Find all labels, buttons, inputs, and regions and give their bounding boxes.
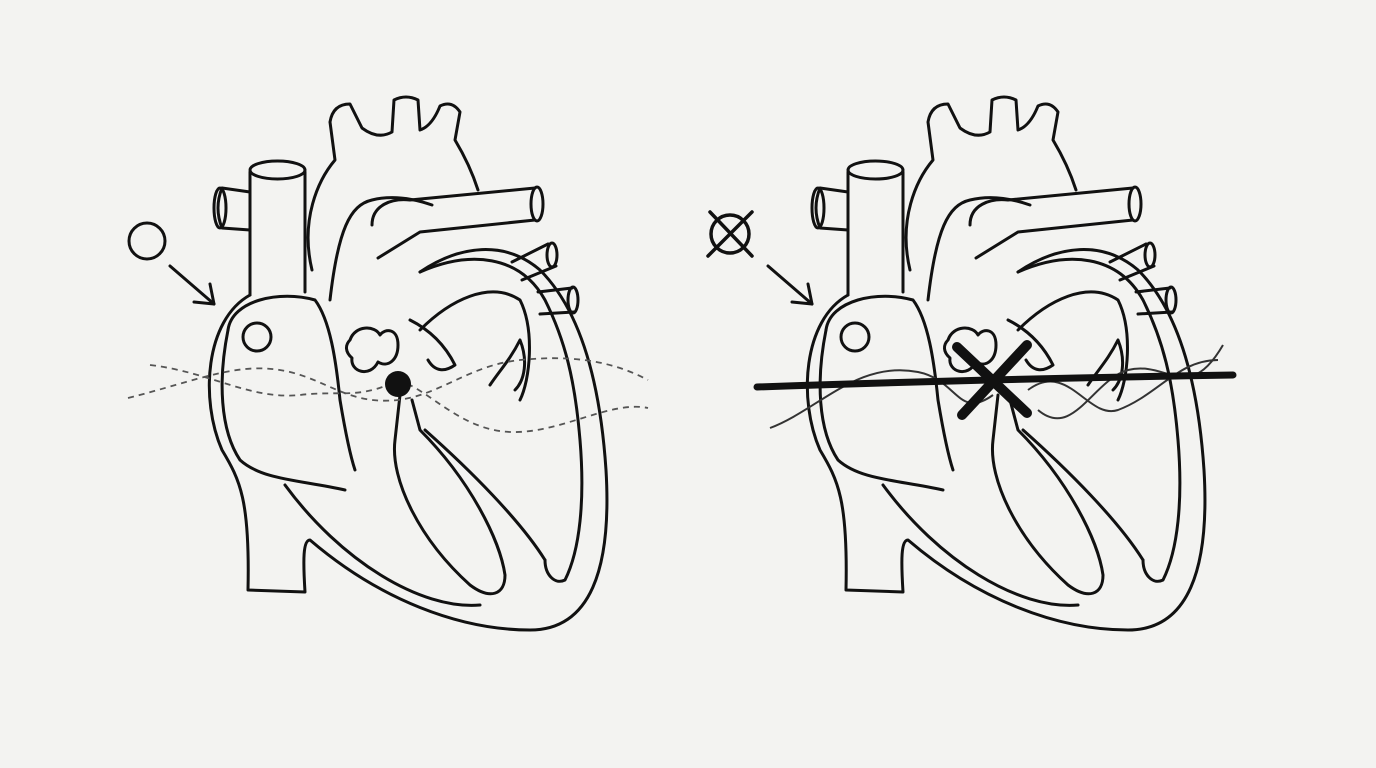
large-x-icon [952, 340, 1032, 420]
circle-with-x-icon [706, 210, 754, 258]
open-circle-icon [127, 221, 167, 261]
arrow-icon-blocked [766, 264, 814, 306]
heart-illustration-normal [207, 95, 609, 632]
arrow-icon [168, 264, 216, 306]
panel-normal-heart [127, 95, 649, 632]
block-bar [753, 371, 1237, 391]
av-node-marker [385, 371, 411, 397]
panel-blocked-heart [769, 95, 1224, 632]
